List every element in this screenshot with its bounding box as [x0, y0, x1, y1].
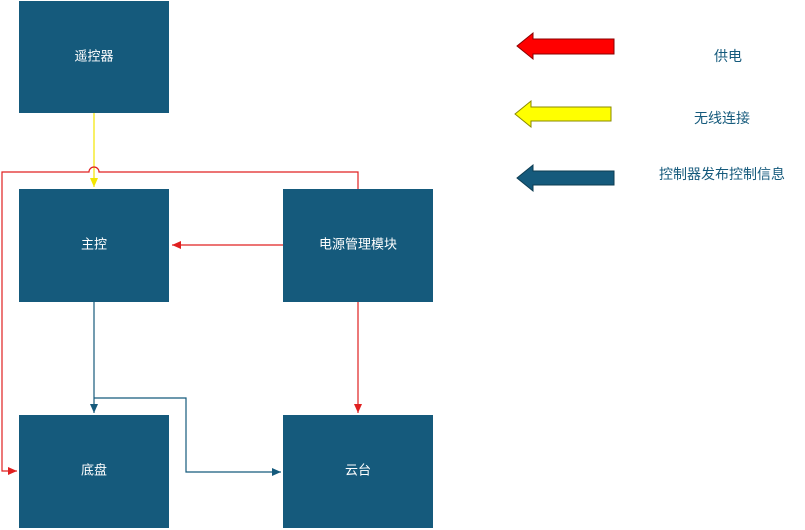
node-remote-label: 遥控器	[74, 50, 113, 65]
node-gimbal: 云台	[283, 415, 433, 528]
legend: 供电 无线连接 控制器发布控制信息	[514, 31, 785, 193]
node-chassis: 底盘	[19, 415, 169, 528]
legend-label-control: 控制器发布控制信息	[659, 166, 785, 183]
edge-power-to-chassis	[1, 166, 359, 475]
legend-item-control: 控制器发布控制信息	[516, 163, 785, 193]
red-left-arrow-icon	[516, 31, 615, 61]
legend-item-wireless: 无线连接	[514, 99, 750, 129]
legend-label-wireless: 无线连接	[694, 110, 750, 127]
edges	[1, 113, 362, 476]
node-main-label: 主控	[81, 238, 107, 253]
node-chassis-label: 底盘	[81, 463, 107, 479]
node-power-module: 电源管理模块	[283, 189, 433, 302]
yellow-left-arrow-icon	[514, 99, 612, 129]
node-power-module-label: 电源管理模块	[319, 238, 397, 253]
blue-left-arrow-icon	[516, 163, 615, 193]
node-gimbal-label: 云台	[345, 464, 371, 479]
edge-main-to-gimbal	[94, 397, 281, 476]
legend-item-power: 供电	[516, 31, 742, 65]
node-main: 主控	[19, 189, 169, 302]
node-remote: 遥控器	[19, 1, 169, 113]
legend-label-power: 供电	[714, 49, 742, 65]
